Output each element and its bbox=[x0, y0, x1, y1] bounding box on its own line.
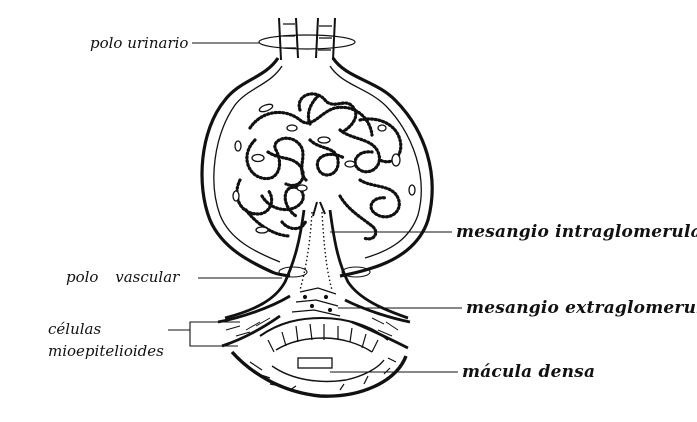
label-myoepithelioid-cells-line1: células bbox=[48, 320, 102, 338]
afferent-arteriole-wall bbox=[217, 294, 291, 348]
label-urinary-pole: polo urinario bbox=[90, 34, 189, 52]
extraglomerular-mesangium-cells bbox=[291, 287, 341, 317]
label-extraglomerular-mesangium: mesangio extraglomerular bbox=[466, 298, 697, 318]
tuft-nuclei bbox=[232, 103, 416, 234]
label-vascular-pole: polo vascular bbox=[66, 268, 180, 286]
leader-myoepithelioid-cells bbox=[168, 321, 240, 347]
distal-tubule bbox=[230, 316, 408, 398]
vascular-stalk bbox=[224, 201, 409, 320]
bowman-capsule bbox=[200, 57, 434, 278]
label-macula-densa: mácula densa bbox=[462, 362, 596, 382]
urinary-tubule bbox=[258, 17, 356, 61]
capsule-inner-wall bbox=[213, 65, 422, 263]
capsule-outer-wall bbox=[200, 57, 434, 278]
label-intraglomerular-mesangium: mesangio intraglomerular bbox=[456, 222, 697, 242]
label-myoepithelioid-cells-line2: mioepitelioides bbox=[48, 342, 164, 360]
capillary-tuft bbox=[235, 92, 403, 241]
leader-lines bbox=[168, 42, 462, 373]
